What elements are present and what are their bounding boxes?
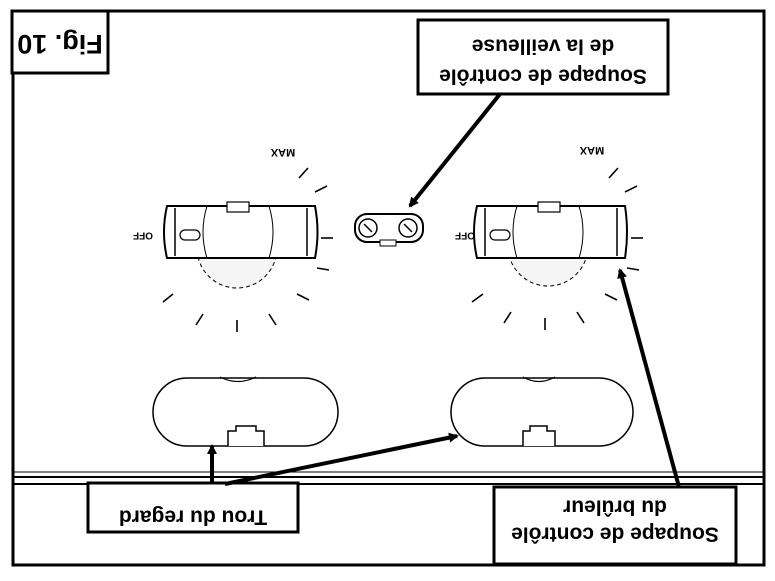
burner-valve-callout-line2: du brûleur xyxy=(563,495,667,518)
knob-right-max-label: MAX xyxy=(579,144,604,156)
pilot-valve-callout-line1: Soupape de contrôle xyxy=(439,64,647,87)
burner-valve-callout-box xyxy=(492,485,738,566)
knob-right-off-label: OFF xyxy=(455,229,475,240)
burner-valve-knob-left xyxy=(471,167,643,330)
pilot-valve xyxy=(354,213,424,247)
knob-left-max-label: MAX xyxy=(270,146,295,158)
sight-hole-right xyxy=(152,376,339,447)
sight-hole-left xyxy=(450,376,634,447)
sight-hole-callout-box xyxy=(86,481,300,534)
knob-left-off-label: OFF xyxy=(133,229,153,240)
arrow-burner-valve xyxy=(617,268,681,488)
pilot-valve-callout-box xyxy=(416,18,670,96)
burner-valve-callout-line1: Soupape de contrôle xyxy=(511,522,719,545)
arrow-sight-hole-right xyxy=(224,432,459,486)
sight-hole-callout: Trou du regard xyxy=(119,505,267,528)
outer-frame xyxy=(11,9,766,567)
pilot-valve-callout-line2: de la veilleuse xyxy=(472,34,614,57)
callout-arrows xyxy=(207,92,681,488)
arrow-pilot-valve xyxy=(408,92,502,208)
fig-label: Fig. 10 xyxy=(17,29,103,59)
burner-valve-knob-right xyxy=(162,167,333,332)
fig-label-box xyxy=(10,9,110,75)
rotated-drawing xyxy=(10,9,766,567)
